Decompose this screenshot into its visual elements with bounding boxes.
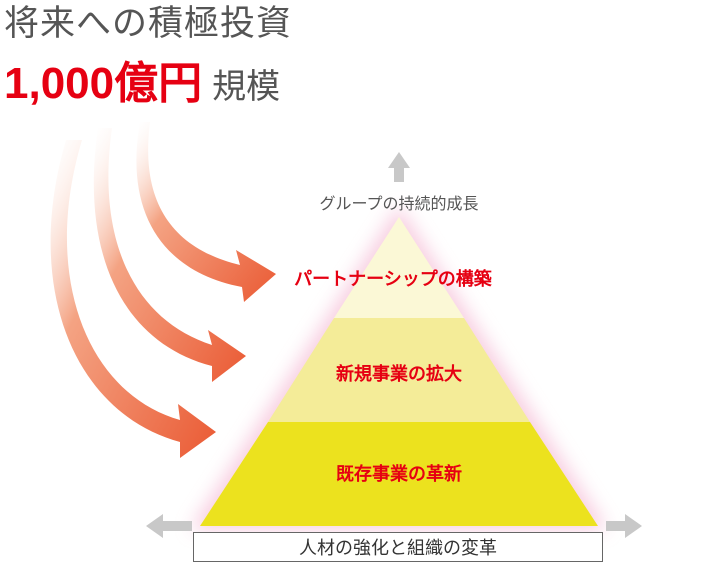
curved-arrow-icon	[136, 122, 276, 302]
curved-arrow-icon	[50, 140, 216, 458]
right-arrow-icon	[606, 514, 642, 538]
investment-scale: 規模	[212, 67, 281, 107]
level-label-partnership: パートナーシップの構築	[294, 268, 493, 290]
left-arrow-icon	[146, 514, 192, 538]
investment-amount: 1,000億円	[4, 59, 203, 108]
pyramid-level-top	[334, 217, 464, 318]
curved-arrow-icon	[93, 128, 246, 382]
level-label-new-business: 新規事業の拡大	[336, 363, 462, 385]
growth-up-arrow-icon	[388, 152, 410, 182]
investment-arrows	[50, 122, 276, 458]
pyramid-level-middle	[268, 318, 530, 422]
level-label-existing-business: 既存事業の革新	[336, 463, 462, 485]
base-foundation-box: 人材の強化と組織の変革	[193, 532, 603, 562]
growth-label: グループの持続的成長	[319, 194, 478, 213]
headline-amount-row: 1,000億円規模	[4, 58, 280, 119]
pyramid-level-bottom	[200, 422, 598, 526]
headline-investment: 将来への積極投資	[4, 4, 293, 44]
